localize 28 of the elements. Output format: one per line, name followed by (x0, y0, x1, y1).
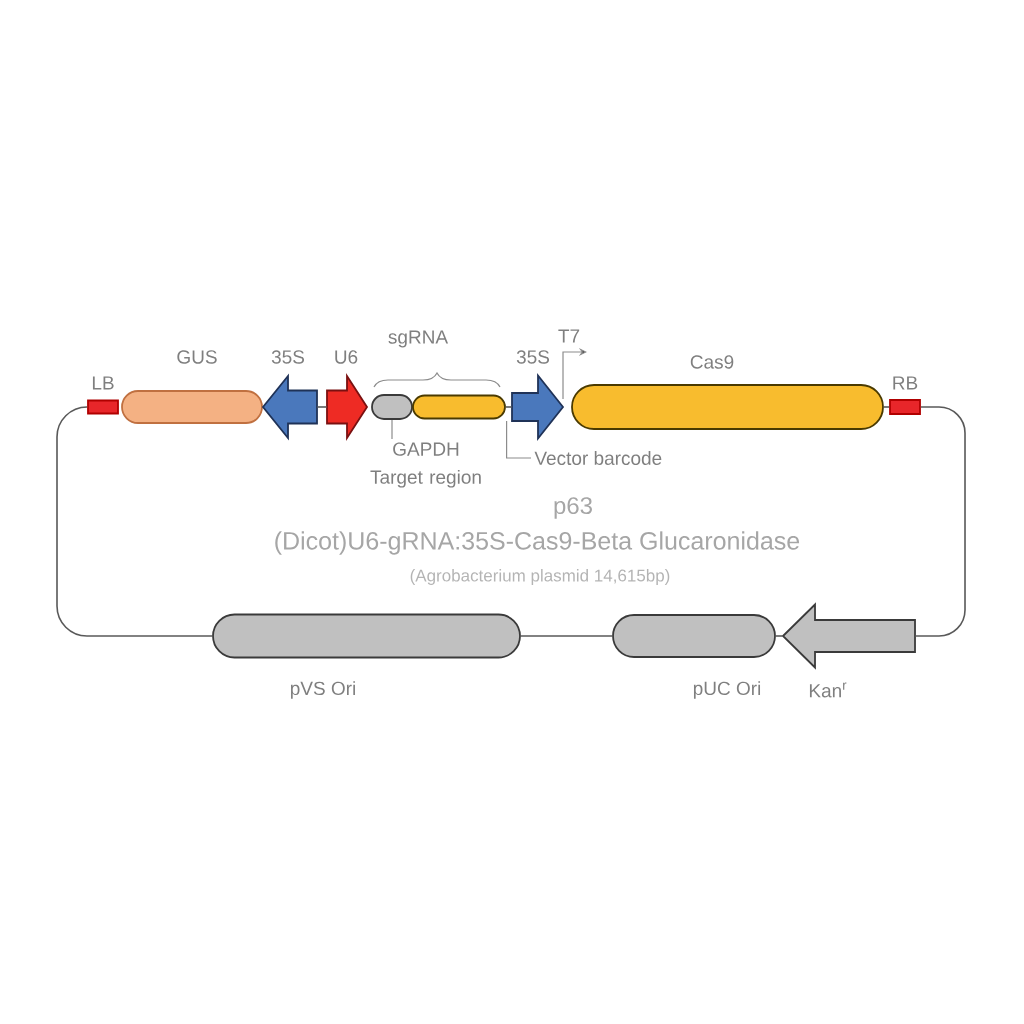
brace-label: sgRNA (388, 330, 449, 348)
feature-label: GUS (177, 350, 217, 364)
promoter-label: T7 (558, 329, 580, 343)
backbone-line (316, 406, 328, 408)
backbone-line (520, 635, 613, 637)
annotation-label: GAPDH Target region (370, 442, 481, 488)
feature-label: 35S (516, 350, 549, 364)
feature-label: U6 (335, 350, 358, 364)
plasmid-size: (Agrobacterium plasmid 14,615bp) (410, 569, 670, 585)
feature-label: pVS Ori (290, 681, 355, 699)
backbone-line (775, 635, 784, 637)
plasmid-name: p63 (554, 497, 592, 519)
feature-label: 35S (271, 350, 304, 364)
leader-line (391, 419, 393, 440)
leader-line (506, 420, 532, 459)
feature-label: pUC Ori (693, 681, 760, 699)
annotation-label: Vector barcode (534, 451, 662, 465)
feature-label: LB (92, 376, 114, 390)
backbone-line (505, 406, 513, 408)
feature-label: RB (893, 376, 918, 390)
feature-label: Cas9 (690, 355, 734, 369)
feature-label: Kan$^{r}$ (809, 682, 847, 698)
backbone-line (56, 406, 213, 637)
rounded-bar (371, 394, 413, 420)
rounded-bar (412, 394, 506, 420)
backbone-line (883, 406, 890, 408)
backbone-line (914, 406, 966, 637)
plasmid-description: (Dicot)U6-gRNA:35S-Cas9-Beta Glucaronidase (275, 531, 800, 555)
